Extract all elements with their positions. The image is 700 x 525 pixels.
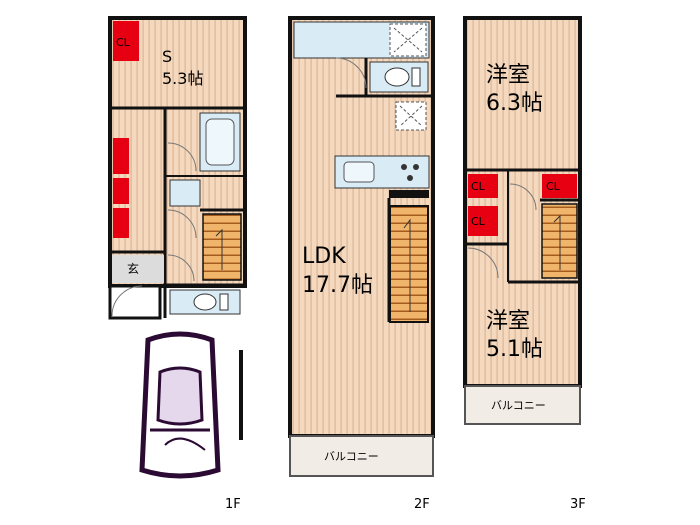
room-3f-a-size: 6.3帖 bbox=[486, 91, 543, 116]
room-s-size: 5.3帖 bbox=[162, 69, 203, 88]
closet-label-3f-b: CL bbox=[471, 215, 486, 228]
closet-1f-c bbox=[113, 208, 129, 238]
closet-1f-a bbox=[113, 138, 129, 174]
floor-3f: バルコニー CL CL CL 洋室 6.3帖 洋室 5.1帖 3F bbox=[463, 16, 586, 512]
staircase-2f bbox=[389, 205, 429, 323]
entrance-floor bbox=[112, 255, 164, 283]
washbasin bbox=[169, 179, 201, 207]
floor-label-2f: 2F bbox=[414, 497, 430, 512]
closet-label-3f-c: CL bbox=[546, 180, 561, 193]
room-ldk-size: 17.7帖 bbox=[302, 273, 373, 298]
floor-label-3f: 3F bbox=[570, 497, 586, 512]
balcony-2f bbox=[289, 435, 434, 477]
room-3f-a-name: 洋室 bbox=[486, 63, 530, 88]
floor-2f: バルコニー LDK 17.7帖 2F bbox=[288, 16, 435, 512]
closet-3f-a bbox=[468, 174, 498, 198]
closet-1f-b bbox=[113, 178, 129, 204]
floor-label-1f: 1F bbox=[225, 497, 241, 512]
balcony-label-2f: バルコニー bbox=[324, 450, 379, 463]
room-3f-b-size: 5.1帖 bbox=[486, 337, 543, 362]
floor-3f-area bbox=[465, 18, 580, 386]
entrance-label: 玄 bbox=[127, 261, 139, 276]
closet-label-1f: CL bbox=[116, 36, 131, 49]
closet-3f-b bbox=[468, 206, 498, 236]
closet-3f-c bbox=[542, 174, 577, 198]
balcony-label-3f: バルコニー bbox=[491, 399, 546, 412]
car-icon bbox=[139, 331, 221, 479]
room-3f-b-name: 洋室 bbox=[486, 309, 530, 334]
closet-1f-top bbox=[113, 21, 139, 61]
balcony-3f bbox=[464, 385, 581, 425]
toilet-2f bbox=[384, 67, 410, 87]
entrance-door bbox=[108, 284, 162, 320]
room-s-name: S bbox=[162, 47, 172, 66]
room-ldk-name: LDK bbox=[302, 244, 346, 269]
floor-1f: CL S 5.3帖 玄 1F bbox=[108, 16, 247, 512]
closet-label-3f-a: CL bbox=[471, 180, 486, 193]
toilet-1f bbox=[193, 293, 217, 311]
